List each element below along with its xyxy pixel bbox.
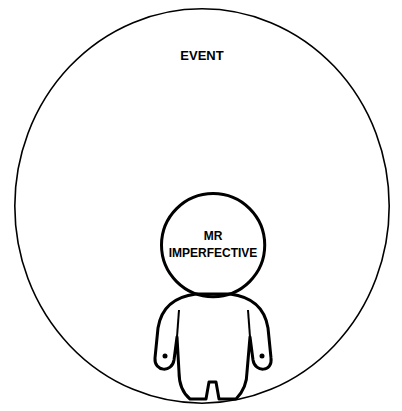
event-label: EVENT bbox=[180, 47, 223, 66]
head-circle: MR IMPERFECTIVE bbox=[160, 192, 266, 298]
character-name: MR IMPERFECTIVE bbox=[166, 228, 260, 263]
hand-dot bbox=[260, 354, 265, 359]
arm-gap bbox=[177, 310, 179, 337]
outline-ellipse bbox=[15, 9, 389, 403]
text-block: EVENT bbox=[14, 44, 390, 68]
outline-ellipse bbox=[161, 193, 264, 296]
figure-body-outline bbox=[155, 294, 271, 399]
text-block: MR IMPERFECTIVE bbox=[160, 192, 266, 298]
hand-dot bbox=[163, 354, 168, 359]
node-outline bbox=[14, 8, 390, 404]
node-outline bbox=[160, 192, 266, 298]
event-circle: EVENT MR IMPERFECTIVE bbox=[14, 8, 390, 404]
arm-gap bbox=[248, 310, 250, 337]
